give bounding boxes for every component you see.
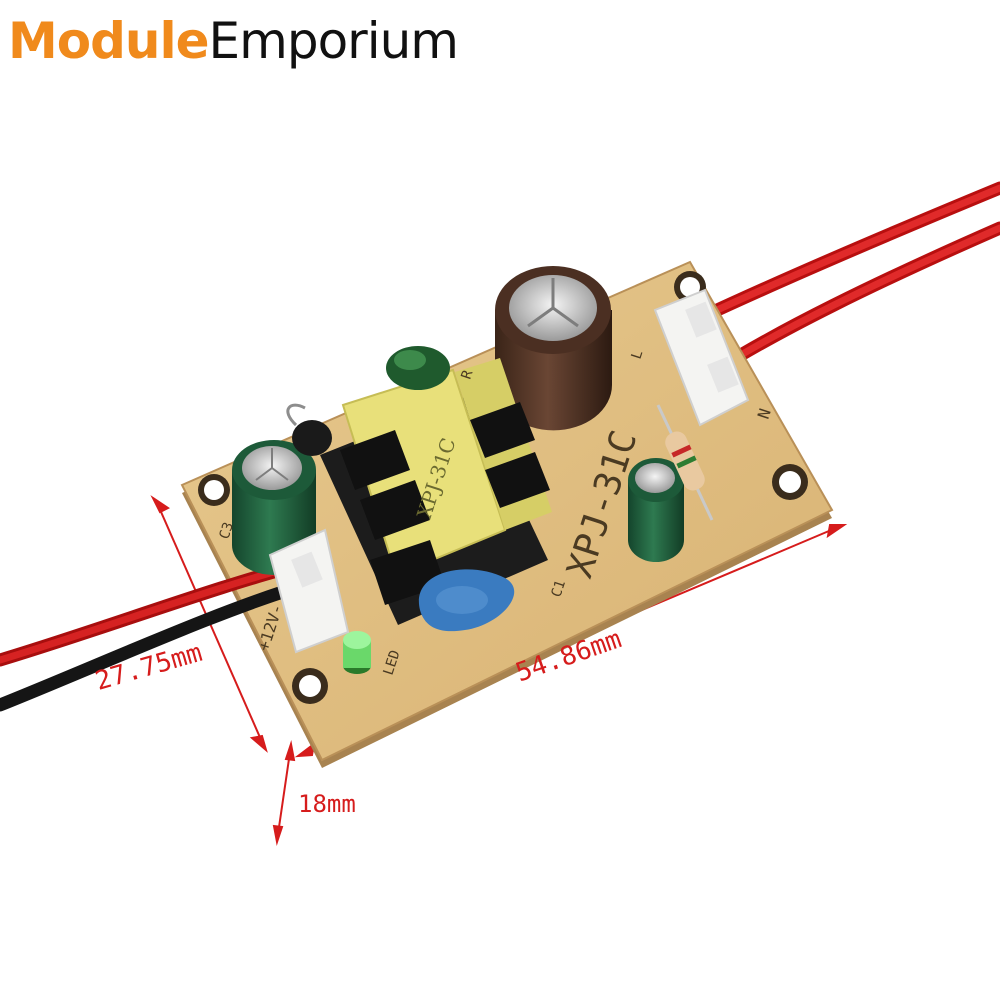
small-green-component [386, 346, 450, 390]
transistor [286, 403, 332, 456]
brand-part-emporium: Emporium [208, 12, 459, 70]
thickness-arrow-bottom [272, 824, 284, 846]
height-arrow-bottom [249, 734, 268, 753]
input-connector [653, 288, 750, 427]
resistor [656, 404, 714, 521]
brand-part-module: Module [8, 12, 210, 70]
green-capacitor-right [628, 458, 684, 562]
input-wires [693, 181, 1000, 377]
green-led [343, 631, 371, 674]
width-arrow-right [826, 524, 848, 539]
mounting-holes [198, 271, 808, 704]
thickness-dimension-text: 18mm [298, 790, 356, 818]
c1-label: C1 [549, 578, 569, 599]
c3-label: C3 [217, 520, 237, 541]
brand-logo: ModuleEmporium [8, 6, 459, 76]
transformer: XPJ-31C [320, 358, 552, 625]
blue-capacitor [418, 569, 515, 632]
height-arrow-top [150, 495, 170, 514]
led-label: LED [381, 648, 404, 677]
thickness-arrow-top [284, 740, 296, 762]
large-capacitor [495, 266, 612, 431]
thickness-dimension-line [277, 751, 291, 835]
output-connector [268, 528, 350, 654]
